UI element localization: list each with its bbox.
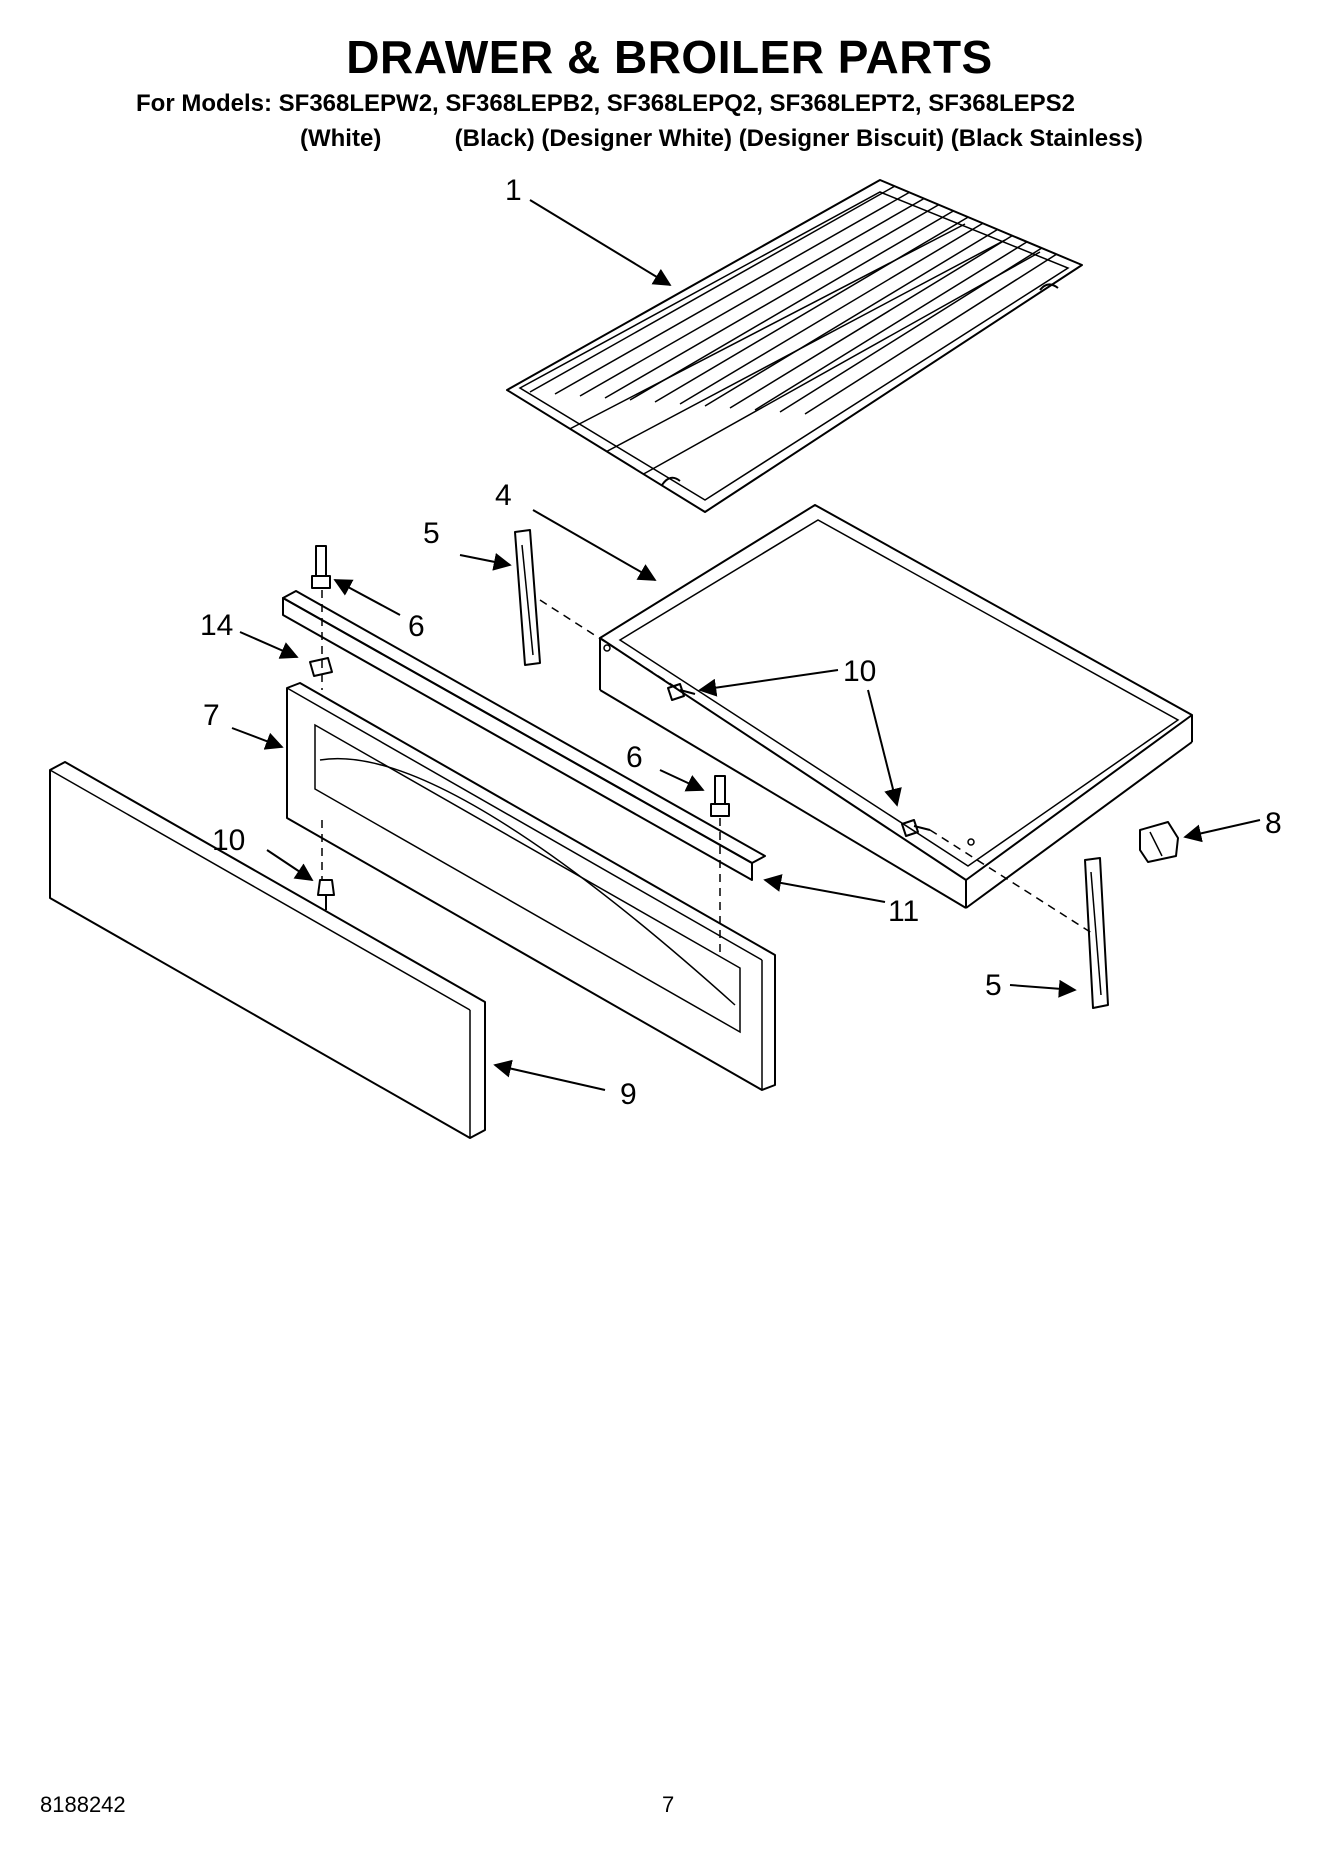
callout-5-left: 5 [423,517,440,550]
callout-8: 8 [1265,807,1282,840]
callout-11: 11 [888,895,919,928]
models-line: For Models: SF368LEPW2, SF368LEPB2, SF36… [136,90,1075,117]
screw-drawer-right [901,819,931,837]
callout-4: 4 [495,479,512,512]
broiler-rack [506,179,1083,513]
drawer-stop [1139,821,1179,863]
drawer-outer-panel [49,761,486,1139]
leader-arrows [231,199,1261,1091]
drawer-glide-left [514,529,541,666]
screw-front [317,879,335,910]
callout-1: 1 [505,174,522,207]
document-number: 8188242 [40,1792,126,1817]
callout-5-right: 5 [985,969,1002,1002]
drawer-clip [309,657,333,677]
callout-9: 9 [620,1078,637,1111]
page-number: 7 [662,1792,675,1817]
callout-10-top: 10 [843,655,876,688]
colors-line: (White) (Black) (Designer White) (Design… [300,125,1143,152]
drawer-glide-right [1084,857,1109,1009]
callout-10-front: 10 [212,824,245,857]
broiler-drawer-pan [599,504,1193,909]
stud-right [710,775,730,817]
drawer-front-panel [286,682,776,1091]
drawer-support-bar [282,590,766,881]
stud-left [311,545,331,589]
page-title: DRAWER & BROILER PARTS [346,31,993,83]
callout-6-right: 6 [626,741,643,774]
assembly-lines [321,590,1096,955]
screw-drawer-left [667,683,696,701]
callout-7: 7 [203,699,220,732]
callout-14: 14 [200,609,233,642]
callout-6-left: 6 [408,610,425,643]
